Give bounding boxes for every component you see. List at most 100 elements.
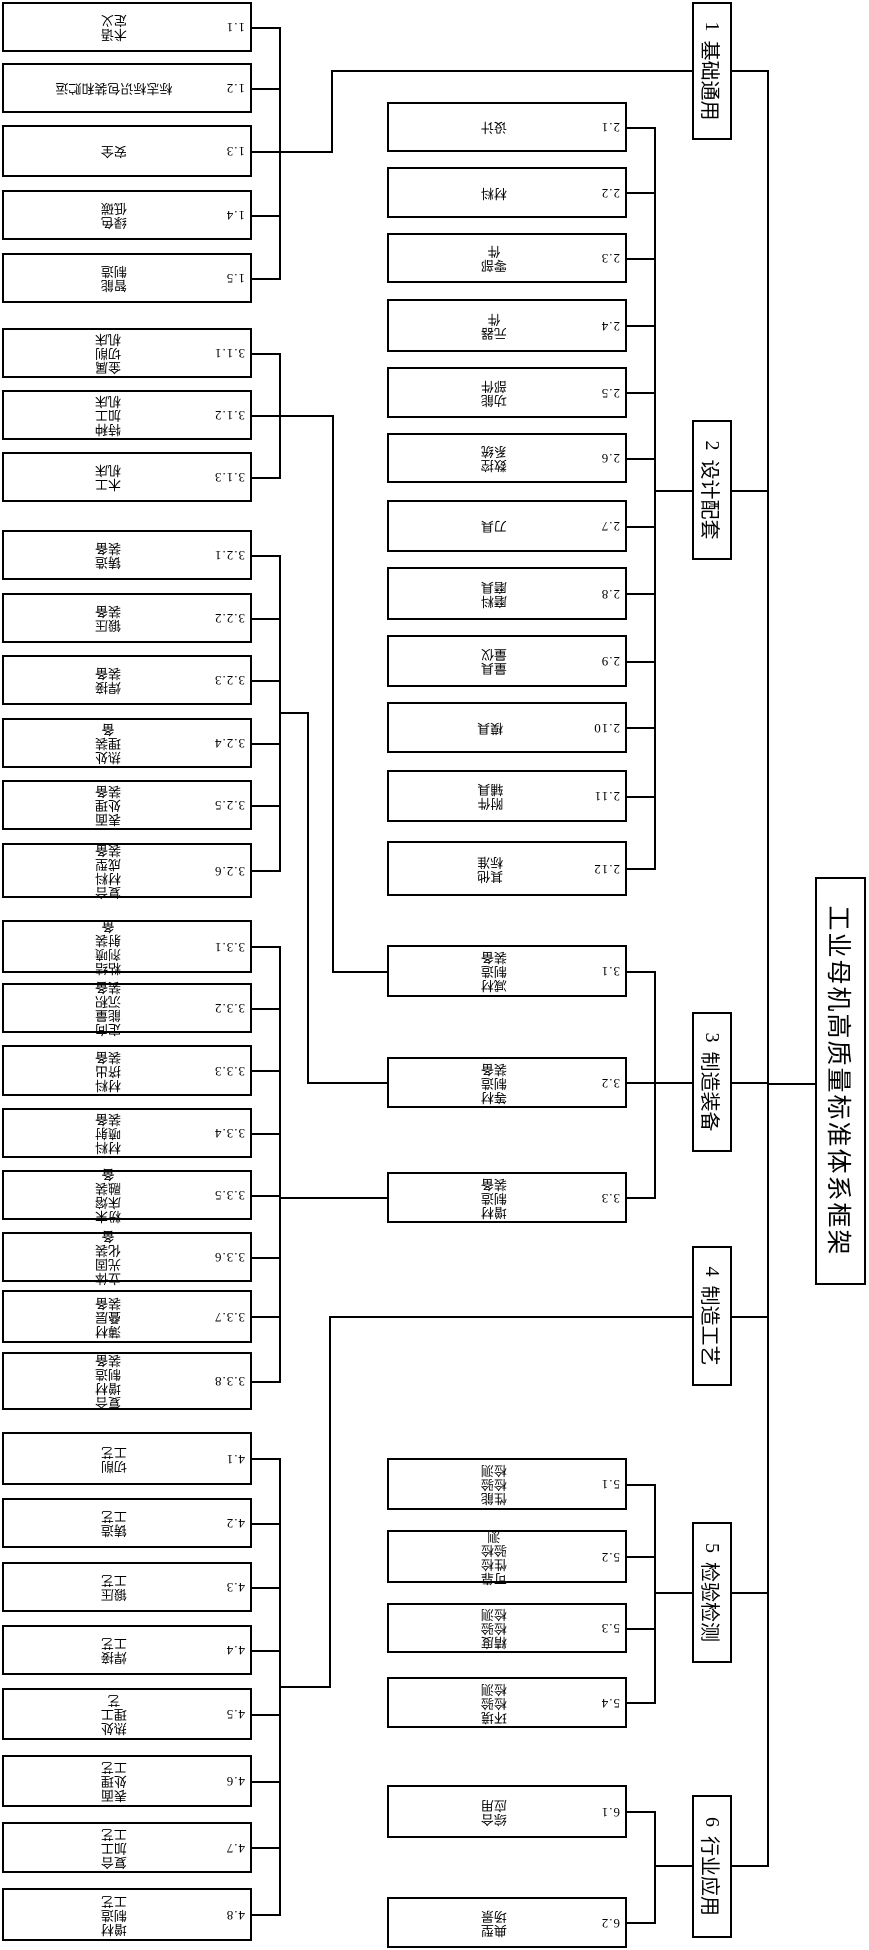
node-label: 量具 量仪: [480, 647, 507, 677]
connector-line: [625, 325, 656, 327]
connector-line: [730, 490, 767, 492]
node-number: 3.2.6: [214, 863, 245, 879]
node-label: 增材 制造 装备: [480, 1176, 507, 1220]
connector-line: [625, 1811, 656, 1813]
node-label: 热处 理装 备: [95, 721, 122, 766]
connector-line: [730, 1592, 767, 1594]
connector-line: [279, 353, 281, 479]
connector-line: [250, 1008, 281, 1010]
node-label: 锻压 装备: [95, 604, 122, 634]
connector-line: [654, 1592, 692, 1594]
node-number: 4.8: [225, 1907, 245, 1923]
node-number: 2.6: [600, 451, 620, 466]
node-label: 表面 处理 装备: [95, 783, 122, 828]
connector-line: [625, 392, 656, 394]
node-label: 性能 检验 检测: [480, 1462, 507, 1507]
node-number: 5.3: [600, 1621, 620, 1636]
node-label: 制造工艺: [698, 1285, 721, 1366]
node-number: 3.2.3: [214, 673, 245, 688]
connector-line: [250, 870, 281, 872]
node-label: 安全: [100, 144, 127, 160]
connector-line: [625, 458, 656, 460]
node-number: 5.1: [600, 1477, 620, 1492]
connector-line: [250, 1316, 281, 1318]
connector-line: [625, 1702, 656, 1704]
node-number: 1.3: [225, 144, 245, 159]
node-number: 3.3.2: [214, 1001, 245, 1016]
root-title: 工业母机高质量标准体系框架: [824, 905, 852, 1257]
connector-line: [730, 70, 767, 72]
connector-line: [279, 1458, 281, 1916]
connector-line: [332, 971, 387, 973]
connector-line: [767, 70, 769, 1867]
node-number: 6.2: [600, 1915, 620, 1931]
node-root: 工业母机高质量标准体系框架: [815, 877, 866, 1285]
node-number: 3.3.5: [214, 1188, 245, 1203]
connector-line: [250, 415, 281, 417]
node-label: 切削 工艺: [100, 1444, 127, 1474]
connector-line: [654, 1484, 656, 1704]
node-label: 粉末 床熔 融装 备: [95, 1166, 122, 1225]
node-label: 木工 机床: [95, 463, 122, 493]
node-label: 制造装备: [698, 1051, 721, 1132]
node-label: 零部 件: [480, 244, 507, 274]
connector-line: [625, 1628, 656, 1630]
connector-line: [250, 1914, 281, 1916]
connector-line: [654, 1811, 656, 1924]
node-label: 焊接 装备: [95, 666, 122, 696]
connector-line: [250, 353, 281, 355]
node-3-2-3: 3.2.3 焊接 装备: [2, 655, 252, 705]
node-number: 5: [701, 1543, 724, 1553]
connector-line: [654, 1865, 692, 1867]
connector-line: [625, 1197, 656, 1199]
connector-line: [279, 712, 309, 714]
connector-line: [625, 593, 656, 595]
connector-line: [250, 88, 281, 90]
connector-line: [654, 127, 656, 870]
connector-line: [250, 477, 281, 479]
connector-line: [625, 661, 656, 663]
connector-line: [250, 1133, 281, 1135]
node-number: 2: [701, 440, 724, 451]
node-number: 2.8: [600, 586, 620, 602]
node-number: 3.1.2: [214, 408, 245, 423]
node-number: 4.2: [225, 1516, 245, 1531]
connector-line: [625, 258, 656, 260]
connector-line: [329, 1316, 692, 1318]
node-label: 标志标识包装和贮运: [55, 81, 173, 97]
node-label: 智能 制造: [100, 264, 127, 294]
node-label: 定向 能量 沉积 装备: [95, 979, 122, 1038]
connector-line: [250, 1650, 281, 1652]
connector-line: [625, 868, 656, 870]
node-number: 2.11: [593, 789, 620, 804]
node-label: 表面 处理 工艺: [100, 1759, 127, 1804]
node-1-3: 1.3 安全: [2, 125, 252, 177]
node-number: 3.1: [600, 964, 620, 979]
node-label: 铸造 工艺: [100, 1509, 127, 1539]
node-label: 其他 标准: [477, 854, 504, 884]
node-label: 行业应用: [698, 1836, 721, 1916]
connector-line: [654, 971, 656, 1199]
